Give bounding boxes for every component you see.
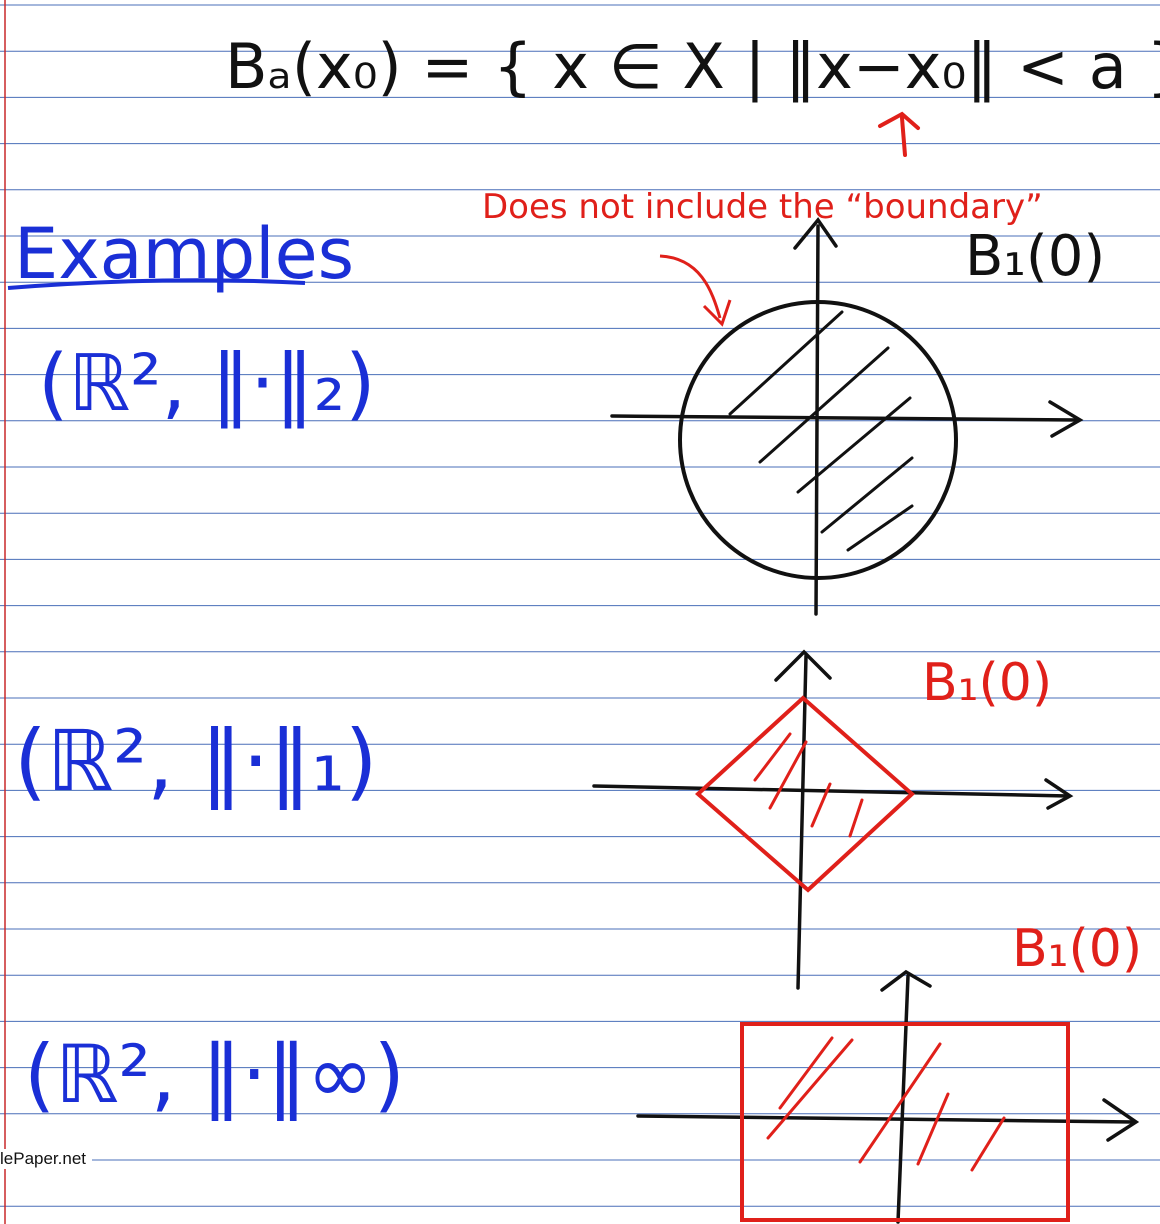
taxicab-axes bbox=[592, 649, 1074, 990]
example-taxicab-space: (ℝ², ‖·‖₁) bbox=[14, 712, 378, 810]
max-hatching bbox=[766, 1036, 1006, 1172]
annotation-arrow bbox=[659, 254, 722, 319]
annotation-arrow-head bbox=[702, 299, 732, 327]
euclidean-axes bbox=[610, 217, 1084, 616]
strict-inequality-arrow bbox=[878, 111, 920, 157]
ruled-lines bbox=[0, 4, 1160, 1207]
examples-underline bbox=[7, 278, 306, 290]
euclidean-unit-ball bbox=[678, 300, 958, 580]
ball-definition: Bₐ(x₀) = { x ∈ X | ‖x−x₀‖ < a } bbox=[225, 30, 1160, 104]
euclidean-hatching bbox=[728, 310, 914, 552]
taxicab-hatching bbox=[753, 732, 864, 838]
max-ball-label: B₁(0) bbox=[1012, 919, 1142, 979]
max-axes bbox=[636, 969, 1140, 1224]
taxicab-unit-ball bbox=[694, 695, 915, 893]
example-max-space: (ℝ², ‖·‖∞) bbox=[24, 1028, 405, 1122]
max-unit-ball bbox=[740, 1022, 1070, 1222]
example-euclidean-space: (ℝ², ‖·‖₂) bbox=[38, 339, 376, 429]
taxicab-ball-label: B₁(0) bbox=[922, 653, 1052, 713]
footer-watermark: lePaper.net bbox=[0, 1149, 93, 1169]
euclidean-ball-label: B₁(0) bbox=[965, 224, 1105, 289]
annotation-boundary: Does not include the “boundary” bbox=[482, 187, 1043, 227]
